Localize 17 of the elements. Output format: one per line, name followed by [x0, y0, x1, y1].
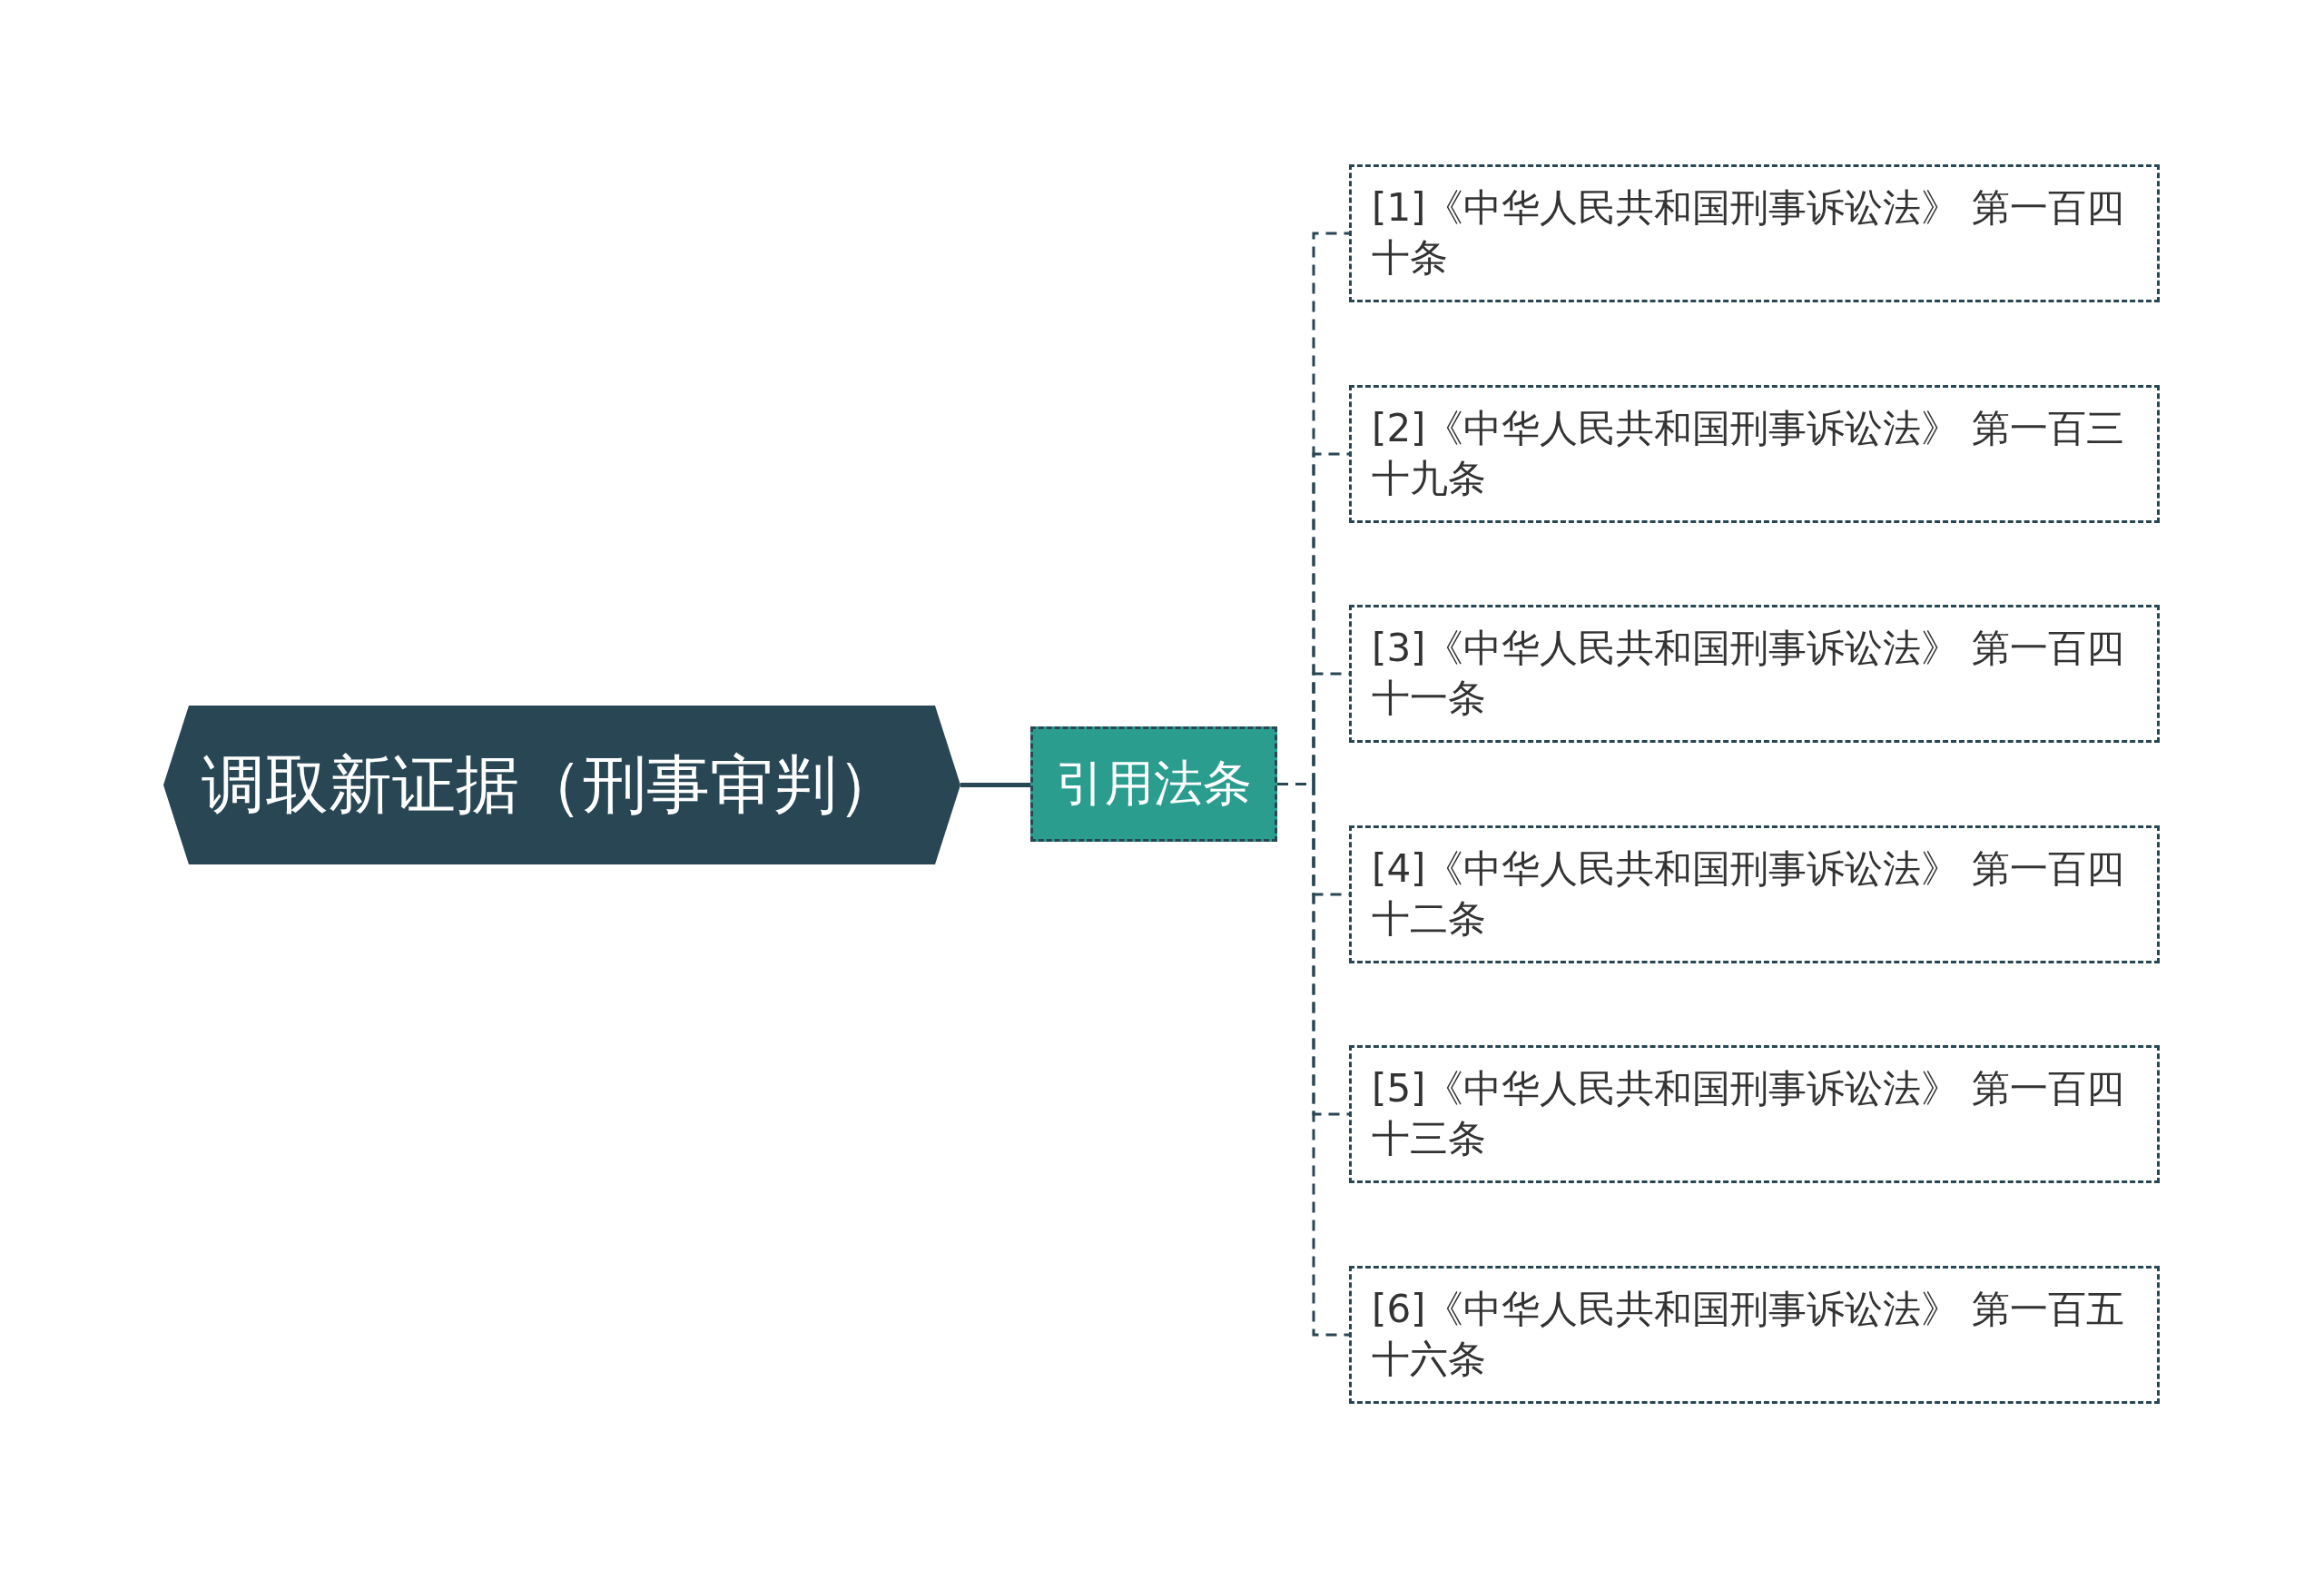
topic-text: 调取新证据（刑事审判）: [202, 746, 901, 824]
topic-hexagon: [163, 706, 960, 864]
citation-text: [4]《中华人民共和国刑事诉讼法》 第一百四十二条: [1372, 845, 2125, 943]
citation-text: [2]《中华人民共和国刑事诉讼法》 第一百三十九条: [1372, 405, 2125, 502]
citation-box: [1349, 1266, 2160, 1404]
citation-text: [3]《中华人民共和国刑事诉讼法》 第一百四十一条: [1372, 625, 2125, 722]
citation-box: [1349, 825, 2160, 963]
topic-box: [1030, 726, 1277, 842]
citation-box: [1349, 605, 2160, 743]
citation-text: [5]《中华人民共和国刑事诉讼法》 第一百四十三条: [1372, 1065, 2125, 1162]
citation-box: [1349, 164, 2160, 302]
citation-box: [1349, 385, 2160, 523]
citation-text: [6]《中华人民共和国刑事诉讼法》 第一百五十六条: [1372, 1286, 2125, 1383]
topic-text: 引用法条: [1056, 754, 1252, 814]
citation-box: [1349, 1045, 2160, 1183]
connector-line: [960, 783, 1030, 787]
citation-text: [1]《中华人民共和国刑事诉讼法》 第一百四十条: [1372, 184, 2125, 281]
